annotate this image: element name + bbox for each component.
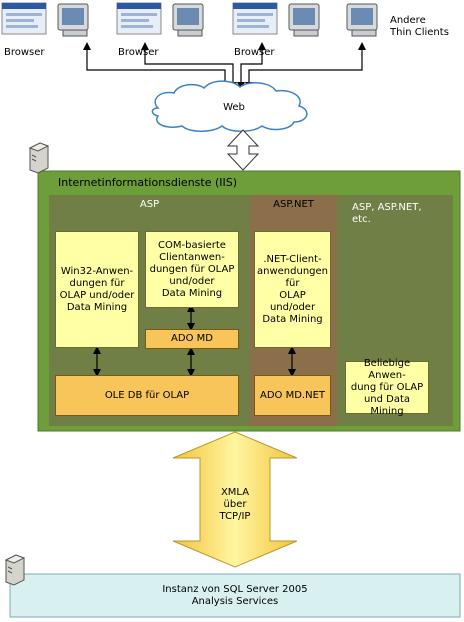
browser-label-3: Browser [234, 47, 275, 58]
thin-clients-label: Andere Thin Clients [390, 15, 449, 38]
server-box [9, 573, 461, 618]
thin-client-computer-icon [346, 3, 378, 37]
web-iis-double-arrow [226, 129, 260, 171]
browser-computer-icon-3 [232, 2, 320, 37]
other-header: ASP, ASP.NET, etc. [352, 202, 422, 225]
net-client-app-box: .NET-Client- anwendungen für OLAP und/od… [254, 231, 331, 348]
client-connectors [83, 42, 366, 90]
analysis-services-label: Instanz von SQL Server 2005 Analysis Ser… [162, 584, 308, 607]
browser-computer-icon-1 [1, 2, 89, 37]
web-label: Web [223, 102, 245, 113]
iis-title: Internetinformationsdienste (IIS) [58, 176, 238, 189]
browser-computer-icon-2 [116, 2, 204, 37]
browser-label-2: Browser [118, 47, 159, 58]
ado-md-net-box: ADO MD.NET [254, 375, 331, 416]
iis-server-icon [28, 142, 50, 174]
asp-header: ASP [139, 199, 160, 210]
com-client-app-box: COM-basierte Clientanwen- dungen für OLA… [145, 231, 239, 308]
analysis-server-icon [4, 554, 26, 586]
web-cloud [151, 80, 308, 132]
browser-label-1: Browser [4, 47, 45, 58]
ado-md-box: ADO MD [145, 329, 239, 349]
xmla-double-arrow [172, 431, 298, 568]
aspnet-header: ASP.NET [273, 199, 314, 210]
ole-db-olap-box: OLE DB für OLAP [55, 375, 239, 416]
win32-app-box: Win32-Anwen- dungen für OLAP und/oder Da… [55, 231, 139, 348]
xmla-protocol-label: XMLA über TCP/IP [219, 487, 251, 522]
any-olap-app-box: Beliebige Anwen- dung für OLAP und Data … [345, 358, 429, 417]
internal-arrows [93, 304, 296, 377]
